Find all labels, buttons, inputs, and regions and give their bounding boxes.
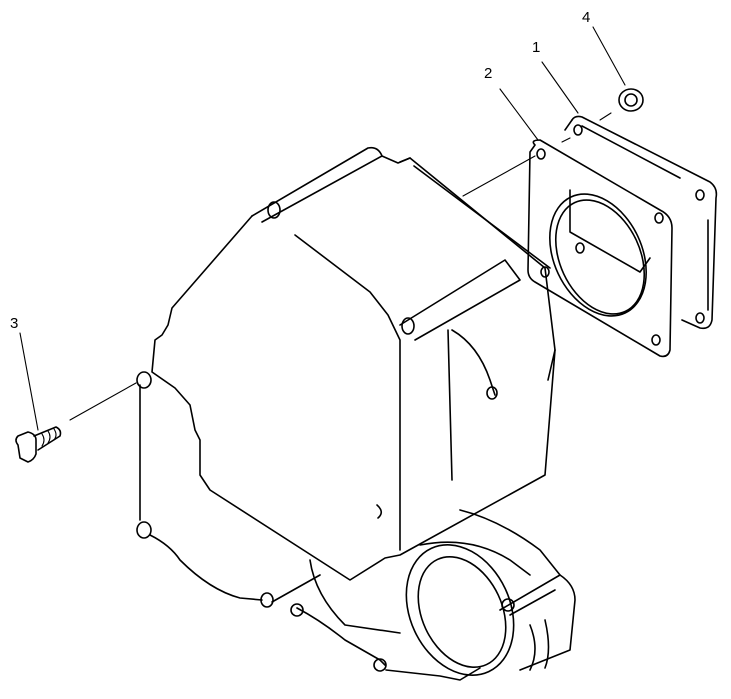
bolt xyxy=(15,426,62,463)
callout-3: 3 xyxy=(10,315,19,332)
nut xyxy=(618,88,644,112)
cover-plate xyxy=(564,115,718,330)
callout-1: 1 xyxy=(532,39,541,56)
gasket xyxy=(527,139,673,358)
housing xyxy=(136,146,576,681)
callout-4: 4 xyxy=(582,9,591,26)
callout-2: 2 xyxy=(484,65,493,82)
leader-lines xyxy=(19,26,626,431)
